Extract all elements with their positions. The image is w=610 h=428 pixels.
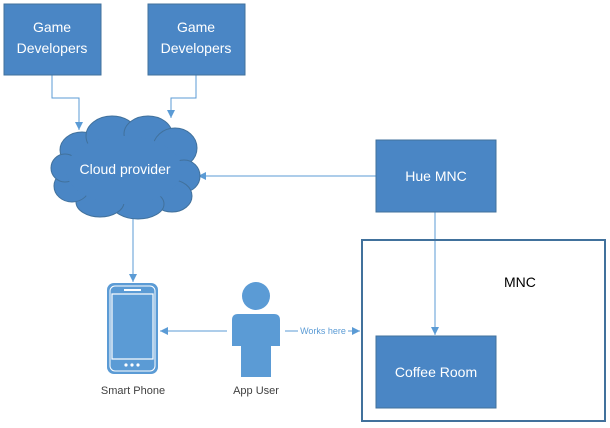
hue-mnc-label: Hue MNC [405, 168, 466, 184]
game-developers-2-label-line1: Game [177, 19, 215, 35]
game-developers-1-box [3, 3, 102, 76]
coffee-room-box [375, 335, 497, 409]
mnc-container-border [361, 239, 606, 422]
game-developers-2-box [147, 3, 246, 76]
edge-gamedev2-to-cloud [167, 75, 197, 118]
smartphone-icon [107, 283, 158, 374]
cloud-icon [50, 115, 201, 220]
node-game-developers-2[interactable]: Game Developers [147, 3, 246, 76]
node-coffee-room[interactable]: Coffee Room [375, 335, 497, 409]
node-app-user[interactable]: App User [232, 282, 280, 397]
game-developers-1-label-line2: Developers [17, 40, 88, 56]
person-icon [232, 282, 280, 377]
cloud-provider-label: Cloud provider [79, 161, 170, 177]
coffee-room-label: Coffee Room [395, 364, 477, 380]
edge-gamedev1-to-cloud [51, 75, 83, 130]
edge-label-works-here: Works here [300, 326, 346, 336]
node-game-developers-1[interactable]: Game Developers [3, 3, 102, 76]
mnc-label: MNC [504, 274, 536, 290]
node-cloud-provider[interactable]: Cloud provider [50, 115, 201, 220]
node-hue-mnc[interactable]: Hue MNC [375, 139, 497, 213]
game-developers-1-label-line1: Game [33, 19, 71, 35]
node-smart-phone[interactable]: Smart Phone [101, 283, 165, 397]
node-mnc-container[interactable]: MNC [361, 239, 606, 422]
smart-phone-label: Smart Phone [101, 385, 165, 397]
app-user-label: App User [233, 385, 279, 397]
connectors: Works here [51, 75, 439, 336]
game-developers-2-label-line2: Developers [161, 40, 232, 56]
hue-mnc-box [375, 139, 497, 213]
